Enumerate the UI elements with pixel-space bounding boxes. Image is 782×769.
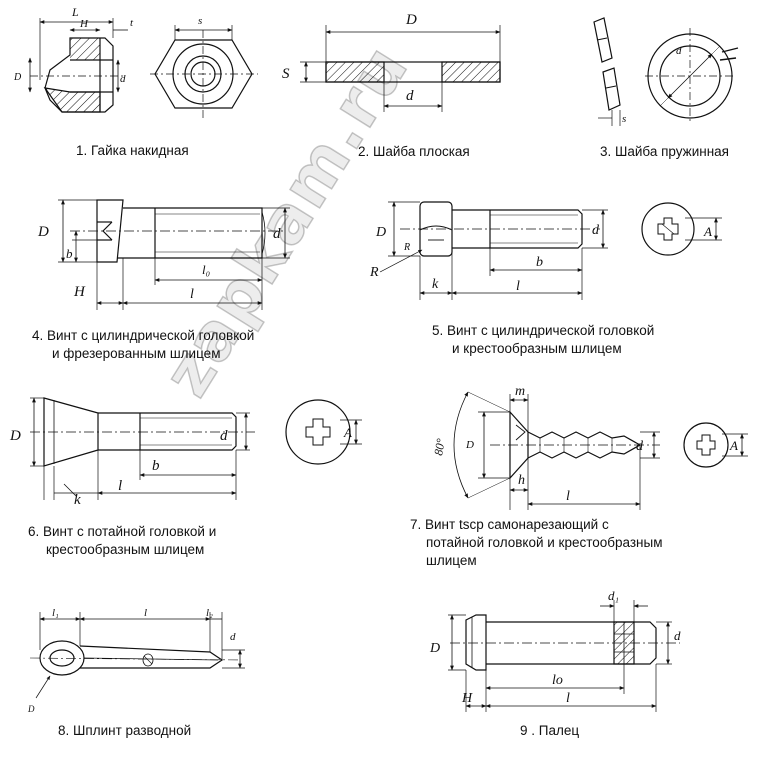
dim-label-d-fig5: d [592,223,600,238]
caption-8: 8. Шплинт разводной [58,723,192,738]
dim-label-lo-fig9: lo [552,673,563,688]
dim-label-t: t [130,17,134,29]
dim-label-l1-fig8: l₁ [52,607,59,619]
dim-label-S-washer: S [282,66,290,82]
dim-label-d-fig4: d [273,226,281,242]
dim-label-R-small-fig5: R [403,242,410,253]
fig4-slotted-cheese-screw [58,199,290,310]
dim-label-d1-fig9: d₁ [608,588,619,603]
dim-label-80deg-fig7: 80° [431,437,448,456]
caption-7-line2: потайной головкой и крестообразным [426,535,663,550]
fig7-self-tapping-screw [453,391,748,510]
fig9-pin [448,600,680,712]
dim-label-d-fig8: d [230,631,236,643]
caption-1: 1. Гайка накидная [76,143,189,158]
dim-label-d-spring: d [676,45,682,57]
dim-label-l-fig7: l [566,489,570,504]
caption-4-line2: и фрезерованным шлицем [52,346,221,361]
dim-label-d-fig6: d [220,428,228,444]
dim-label-d-fig9: d [674,628,681,643]
dim-label-d-nut: d [120,73,126,85]
dim-label-h-fig7: h [518,473,525,488]
fig1-union-nut [28,18,258,118]
dim-label-D-fig6: D [9,428,21,444]
fig6-countersunk-cross-screw [30,397,362,500]
caption-5-line1: 5. Винт с цилиндрической головкой [432,323,655,338]
dim-label-D-fig5: D [375,225,386,240]
caption-6-line1: 6. Винт с потайной головкой и [28,524,217,539]
dim-label-b-fig5: b [536,255,543,270]
dim-label-D-fig9: D [429,641,440,656]
dim-label-H-fig9: H [461,691,473,706]
caption-4-line1: 4. Винт с цилиндрической головкой [32,328,255,343]
dim-label-d-fig7: d [636,439,644,454]
dim-label-D-fig7: D [465,439,474,451]
dim-label-b-fig4: b [66,246,73,261]
dim-label-D-fig4: D [37,224,49,240]
fig2-flat-washer [300,25,501,112]
dim-label-H-fig4: H [73,284,86,300]
dim-label-l-fig5: l [516,279,520,294]
dim-label-l-fig9: l [566,691,570,706]
fig8-cotter-pin [29,612,245,699]
dim-label-l0-fig4: l₀ [202,262,210,277]
dim-label-l-fig6: l [118,478,122,494]
fig3-spring-washer [593,17,739,126]
dim-label-s-nut: s [198,15,202,27]
caption-3: 3. Шайба пружинная [600,144,729,159]
caption-5-line2: и крестообразным шлицем [452,341,622,356]
caption-6-line2: крестообразным шлицем [46,542,205,557]
dim-label-b-fig6: b [152,458,160,474]
dim-label-A-fig5: A [703,224,712,239]
caption-2: 2. Шайба плоская [358,144,470,159]
dim-label-R-fig5: R [369,265,379,280]
dim-label-A-fig6: A [343,425,352,440]
dim-label-A-fig7: A [729,438,738,453]
caption-7-line3: шлицем [426,553,477,568]
dim-label-l-fig8: l [144,607,147,619]
dim-label-s-spring: s [622,113,626,125]
dim-label-D-washer: D [405,12,417,28]
caption-7-line1: 7. Винт tscp самонарезающий с [410,517,609,532]
dim-label-d-washer: d [406,88,414,104]
dim-label-k-fig6: k [74,492,81,508]
dim-label-H: H [79,18,89,30]
dim-label-m-fig7: m [515,384,525,399]
dim-label-L: L [71,5,79,19]
caption-9: 9 . Палец [520,723,580,738]
dim-label-k-fig5: k [432,277,439,292]
dim-label-l2-fig8: l₂ [206,607,213,619]
dim-label-D-fig8: D [27,704,35,714]
fig5-cross-cheese-screw [379,201,722,300]
dim-label-l-fig4: l [190,287,194,302]
dim-label-D-nut: D [13,72,22,83]
